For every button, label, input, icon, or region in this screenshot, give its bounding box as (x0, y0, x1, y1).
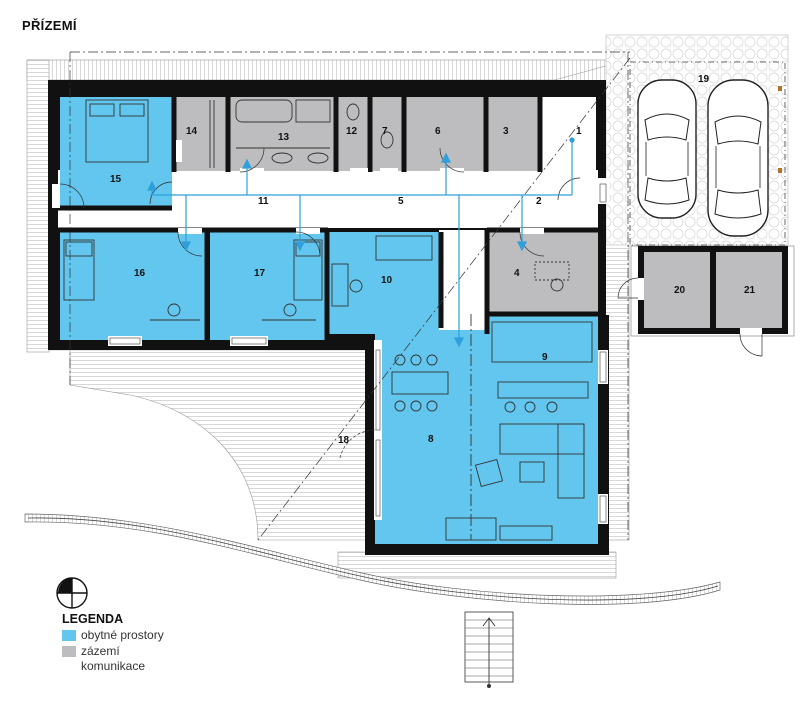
room-label-13: 13 (278, 132, 290, 143)
room-label-21: 21 (744, 285, 756, 296)
room-label-7: 7 (382, 126, 388, 137)
garden-path (24, 513, 721, 605)
room-label-12: 12 (346, 126, 358, 137)
legend-item-living: obytné prostory (62, 627, 164, 643)
furniture (63, 99, 593, 541)
room-label-15: 15 (110, 174, 122, 185)
circulation-arrows (147, 137, 575, 348)
construction-lines (69, 51, 631, 541)
legend-item-service: zázemí (62, 643, 164, 659)
room-label-18: 18 (338, 435, 350, 446)
room-label-8: 8 (428, 434, 434, 445)
room-label-6: 6 (435, 126, 441, 137)
chair-icon (262, 303, 316, 321)
room-21 (716, 252, 782, 328)
legend-swatch-service (62, 645, 76, 657)
room-14 (176, 97, 226, 171)
room-13 (230, 97, 334, 171)
bed-icon (293, 239, 323, 301)
legend-title: LEGENDA (62, 612, 124, 626)
car-icon (707, 79, 769, 237)
room-9 (487, 316, 598, 396)
bed-icon (85, 99, 149, 163)
partitions (58, 92, 598, 340)
plan-title: PŘÍZEMÍ (22, 18, 77, 33)
room-label-2: 2 (536, 196, 542, 207)
chair-icon (349, 279, 363, 293)
room-label-19: 19 (698, 74, 710, 85)
room-17 (210, 232, 325, 340)
room-7 (372, 97, 402, 171)
room-12 (338, 97, 368, 171)
room-label-4: 4 (514, 268, 520, 279)
room-label-20: 20 (674, 285, 686, 296)
car-icon (637, 79, 697, 219)
room-label-5: 5 (398, 196, 404, 207)
north-arrow-icon (56, 577, 88, 609)
room-labels: 1 2 3 4 5 6 7 8 9 10 11 12 13 14 15 16 1… (110, 74, 756, 446)
legend-swatch-living (62, 629, 76, 641)
room-label-3: 3 (503, 126, 509, 137)
room-label-14: 14 (186, 126, 198, 137)
legend-label-communication: komunikace (81, 659, 146, 673)
legend: LEGENDA obytné prostory zázemí komunikac… (62, 612, 164, 675)
windows (109, 183, 607, 523)
room-label-16: 16 (134, 268, 146, 279)
room-label-11: 11 (258, 196, 269, 207)
bed-icon (63, 239, 95, 301)
chair-icon (150, 303, 200, 321)
room-label-9: 9 (542, 352, 548, 363)
chair-icon (550, 278, 564, 292)
stairs-icon (464, 611, 514, 688)
room-label-1: 1 (576, 126, 582, 137)
room-3 (488, 97, 538, 171)
room-19-parking (605, 34, 789, 246)
legend-label-service: zázemí (81, 644, 120, 658)
room-label-17: 17 (254, 268, 266, 279)
room-label-10: 10 (381, 275, 393, 286)
room-1 (542, 97, 596, 171)
room-18-terrace (50, 349, 376, 541)
room-16 (60, 232, 205, 340)
outbuilding (617, 245, 795, 357)
legend-label-living: obytné prostory (81, 628, 164, 642)
room-fills (58, 97, 598, 544)
room-20 (644, 252, 710, 328)
room-4 (487, 232, 598, 312)
